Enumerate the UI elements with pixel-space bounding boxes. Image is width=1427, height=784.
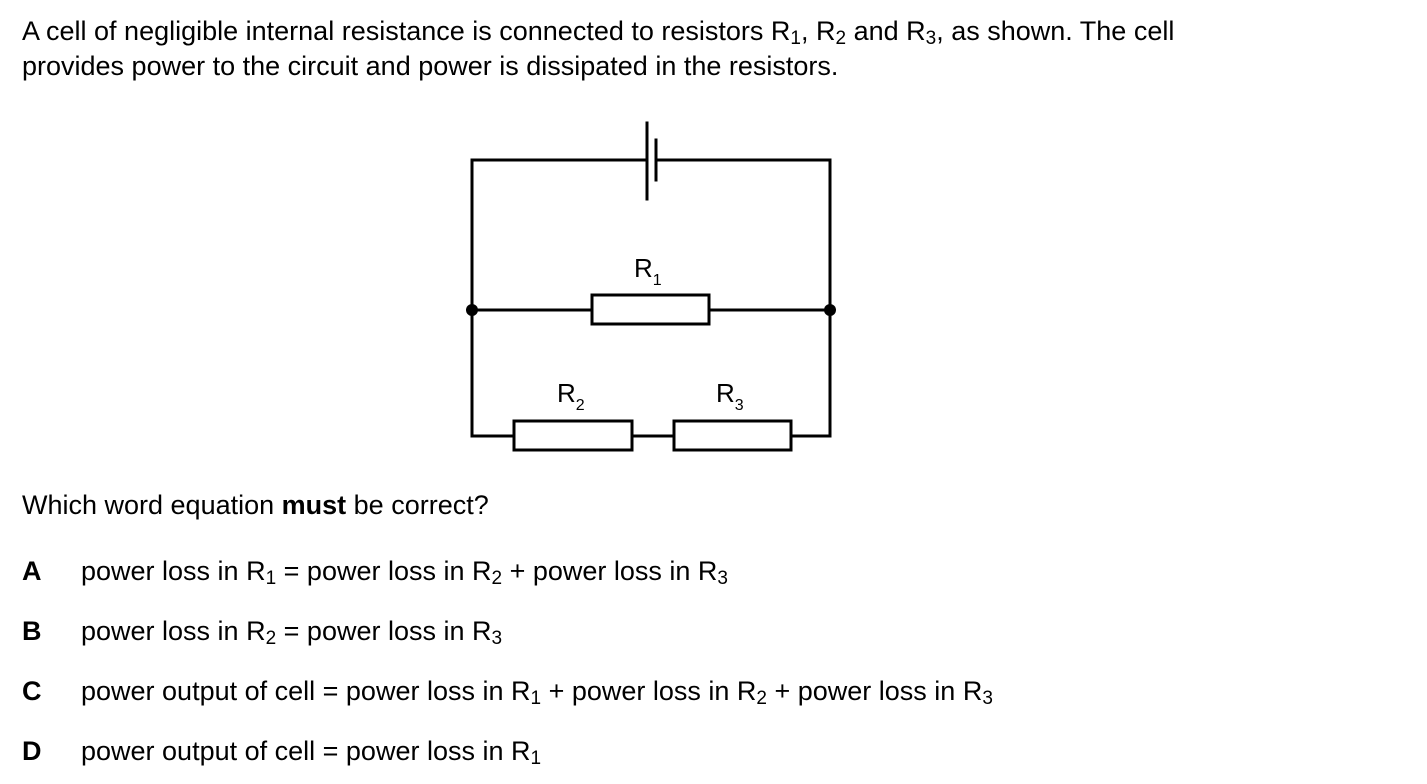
- question-intro: A cell of negligible internal resistance…: [22, 14, 1402, 84]
- option-letter: B: [22, 616, 42, 646]
- junction-right: [824, 304, 836, 316]
- r2-label: R2: [557, 378, 585, 414]
- option-letter: D: [22, 736, 42, 766]
- option-letter: C: [22, 676, 42, 706]
- resistor-r1: [590, 293, 711, 326]
- option-letter: A: [22, 556, 42, 586]
- r1-label: R1: [634, 253, 662, 289]
- r3-label: R3: [716, 378, 744, 414]
- junction-left: [466, 304, 478, 316]
- resistor-r3: [672, 419, 793, 452]
- resistor-r2: [512, 419, 634, 452]
- intro-line-2: provides power to the circuit and power …: [22, 51, 839, 81]
- intro-line-1: A cell of negligible internal resistance…: [22, 16, 1175, 49]
- question-prompt: Which word equation must be correct?: [22, 490, 489, 520]
